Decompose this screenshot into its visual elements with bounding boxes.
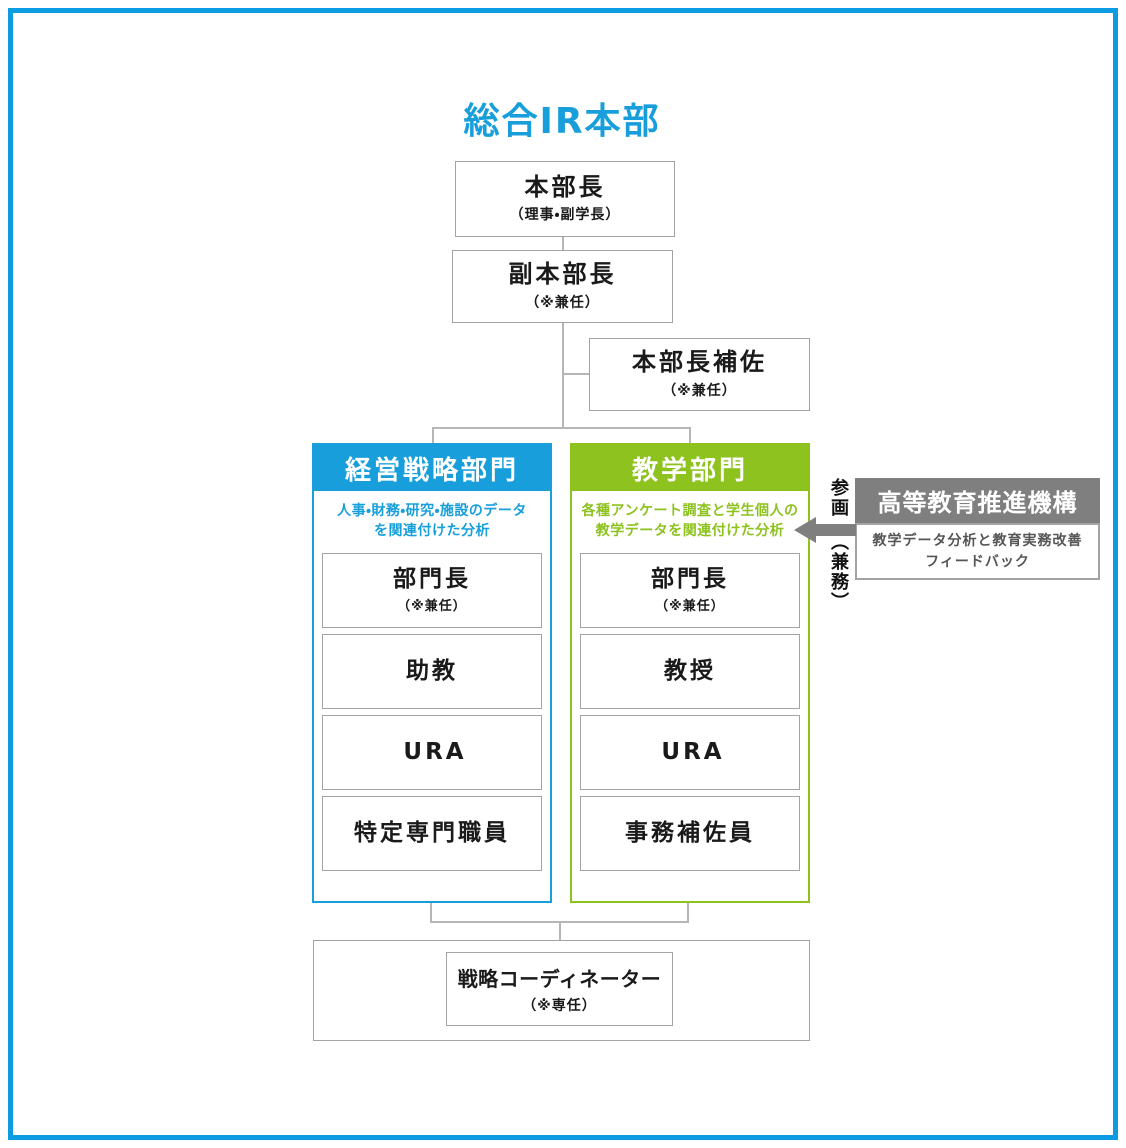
member-title: 特定専門職員 xyxy=(354,819,510,846)
node-note: （理事・副学長） xyxy=(509,207,621,224)
left-arrow-icon xyxy=(794,517,816,543)
member-title: 教授 xyxy=(664,657,716,684)
member-title: 助教 xyxy=(406,657,458,684)
dept-description-line: 人事・財務・研究・施設のデータ xyxy=(337,503,527,519)
connector-line xyxy=(689,427,691,443)
member-box: 部門長 （※兼任） xyxy=(580,553,800,628)
dept-education: 教学部門 各種アンケート調査と学生個人の 教学データを関連付けた分析 部門長 （… xyxy=(570,443,810,903)
node-note: （※兼任） xyxy=(662,382,737,399)
coordinator-note: （※専任） xyxy=(522,998,597,1014)
dept-description: 人事・財務・研究・施設のデータ を関連付けた分析 xyxy=(314,501,550,542)
node-title: 本部長補佐 xyxy=(632,348,767,377)
page-title: 総合IR本部 xyxy=(463,101,661,142)
connector-line xyxy=(562,237,564,250)
external-org-header: 高等教育推進機構 xyxy=(855,478,1100,523)
node-title: 副本部長 xyxy=(508,260,617,289)
member-box: 部門長 （※兼任） xyxy=(322,553,542,628)
member-note: （※兼任） xyxy=(655,599,725,615)
dept-member-list: 部門長 （※兼任） 教授 URA 事務補佐員 xyxy=(580,553,800,871)
member-box: 事務補佐員 xyxy=(580,796,800,871)
connector-line xyxy=(562,373,589,375)
dept-member-list: 部門長 （※兼任） 助教 URA 特定専門職員 xyxy=(322,553,542,871)
member-box: URA xyxy=(322,715,542,790)
node-note: （※兼任） xyxy=(525,294,600,311)
connector-line xyxy=(430,903,432,923)
connector-line xyxy=(559,923,561,940)
node-head-of-hq: 本部長 （理事・副学長） xyxy=(455,161,675,237)
participation-label-text: （兼務） xyxy=(828,532,849,612)
coordinator-box: 戦略コーディネーター （※専任） xyxy=(446,952,673,1026)
dept-description: 各種アンケート調査と学生個人の 教学データを関連付けた分析 xyxy=(572,501,808,542)
dept-description-line: 教学データを関連付けた分析 xyxy=(595,523,785,540)
connector-line xyxy=(432,427,691,429)
member-box: 特定専門職員 xyxy=(322,796,542,871)
participation-label: 参画 （兼務） xyxy=(817,478,851,638)
node-assistant: 本部長補佐 （※兼任） xyxy=(589,338,810,411)
dept-description-line: 各種アンケート調査と学生個人の xyxy=(581,503,799,519)
member-title: 部門長 xyxy=(651,565,729,592)
member-title: URA xyxy=(661,738,725,765)
connector-line xyxy=(432,427,434,443)
connector-line xyxy=(687,903,689,923)
dept-description-line: を関連付けた分析 xyxy=(374,523,490,540)
external-org-description: 教学データ分析と教育実務改善 フィードバック xyxy=(855,523,1100,580)
external-org-description-line: 教学データ分析と教育実務改善 xyxy=(872,532,1083,549)
member-box: URA xyxy=(580,715,800,790)
member-box: 教授 xyxy=(580,634,800,709)
participation-arrow-shaft xyxy=(814,524,856,536)
dept-header: 経営戦略部門 xyxy=(314,445,550,491)
member-title: URA xyxy=(403,738,467,765)
external-org-description-line: フィードバック xyxy=(925,553,1030,570)
dept-management-strategy: 経営戦略部門 人事・財務・研究・施設のデータ を関連付けた分析 部門長 （※兼任… xyxy=(312,443,552,903)
connector-line xyxy=(562,323,564,429)
node-title: 本部長 xyxy=(524,172,606,201)
coordinator-title: 戦略コーディネーター xyxy=(457,967,662,991)
member-note: （※兼任） xyxy=(397,599,467,615)
dept-header: 教学部門 xyxy=(572,445,808,491)
member-title: 事務補佐員 xyxy=(625,819,755,846)
node-deputy-head: 副本部長 （※兼任） xyxy=(452,250,673,323)
member-box: 助教 xyxy=(322,634,542,709)
participation-label-text: 参画 xyxy=(828,478,849,518)
connector-line xyxy=(430,921,689,923)
member-title: 部門長 xyxy=(393,565,471,592)
